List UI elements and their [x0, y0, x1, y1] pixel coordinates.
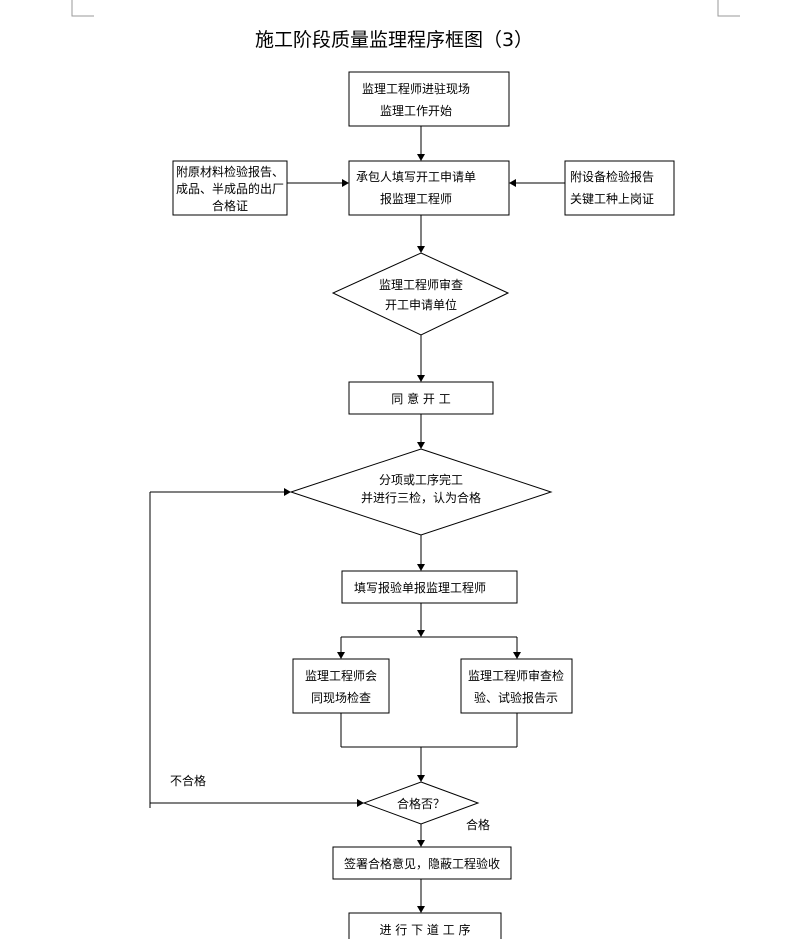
node-start: 监理工程师进驻现场 监理工作开始	[348, 71, 510, 127]
svg-text:监理工程师进驻现场: 监理工程师进驻现场	[362, 81, 470, 96]
page-title: 施工阶段质量监理程序框图（3）	[255, 29, 533, 51]
svg-text:附设备检验报告: 附设备检验报告	[570, 169, 654, 184]
node-sign: 签署合格意见，隐蔽工程验收	[332, 846, 512, 880]
node-next: 进 行 下 道 工 序	[348, 912, 502, 939]
node-apply: 承包人填写开工申请单 报监理工程师	[348, 160, 510, 216]
svg-text:监理工程师会: 监理工程师会	[305, 668, 377, 683]
page-corner-mark-right	[717, 0, 740, 17]
svg-text:监理工程师审查: 监理工程师审查	[379, 277, 463, 292]
node-qualified-question: 合格否？	[362, 781, 480, 825]
svg-text:合格证: 合格证	[212, 198, 248, 213]
svg-text:关键工种上岗证: 关键工种上岗证	[570, 192, 654, 206]
node-inspect-form: 填写报验单报监理工程师	[341, 570, 518, 604]
svg-text:并进行三检，认为合格: 并进行三检，认为合格	[361, 490, 481, 505]
svg-text:附原材料检验报告、: 附原材料检验报告、	[176, 164, 284, 179]
svg-text:进 行 下 道 工 序: 进 行 下 道 工 序	[379, 922, 470, 937]
node-selfcheck: 分项或工序完工 并进行三检，认为合格	[289, 448, 553, 536]
svg-text:同现场检查: 同现场检查	[311, 690, 371, 705]
svg-text:签署合格意见，隐蔽工程验收: 签署合格意见，隐蔽工程验收	[344, 856, 500, 871]
label-fail: 不合格	[170, 773, 206, 788]
node-review: 监理工程师审查 开工申请单位	[331, 252, 510, 336]
svg-text:验、试验报告示: 验、试验报告示	[474, 690, 558, 705]
svg-text:成品、半成品的出厂: 成品、半成品的出厂	[176, 181, 284, 196]
page-corner-mark-left	[71, 0, 94, 17]
svg-text:分项或工序完工: 分项或工序完工	[379, 472, 463, 487]
label-pass: 合格	[466, 817, 490, 832]
node-left-note: 附原材料检验报告、 成品、半成品的出厂 合格证	[172, 160, 288, 216]
svg-text:监理工作开始: 监理工作开始	[380, 104, 452, 118]
svg-text:填写报验单报监理工程师: 填写报验单报监理工程师	[354, 580, 486, 595]
node-agree: 同 意 开 工	[348, 381, 494, 415]
svg-text:同 意 开 工: 同 意 开 工	[391, 391, 450, 406]
svg-text:开工申请单位: 开工申请单位	[385, 297, 457, 312]
node-report-review: 监理工程师审查检 验、试验报告示	[460, 658, 573, 714]
node-right-note: 附设备检验报告 关键工种上岗证	[564, 160, 675, 216]
node-joint-check: 监理工程师会 同现场检查	[292, 658, 390, 714]
svg-text:监理工程师审查检: 监理工程师审查检	[468, 668, 564, 683]
svg-text:报监理工程师: 报监理工程师	[380, 191, 452, 206]
svg-text:承包人填写开工申请单: 承包人填写开工申请单	[356, 170, 476, 184]
svg-text:合格否？: 合格否？	[397, 796, 445, 811]
